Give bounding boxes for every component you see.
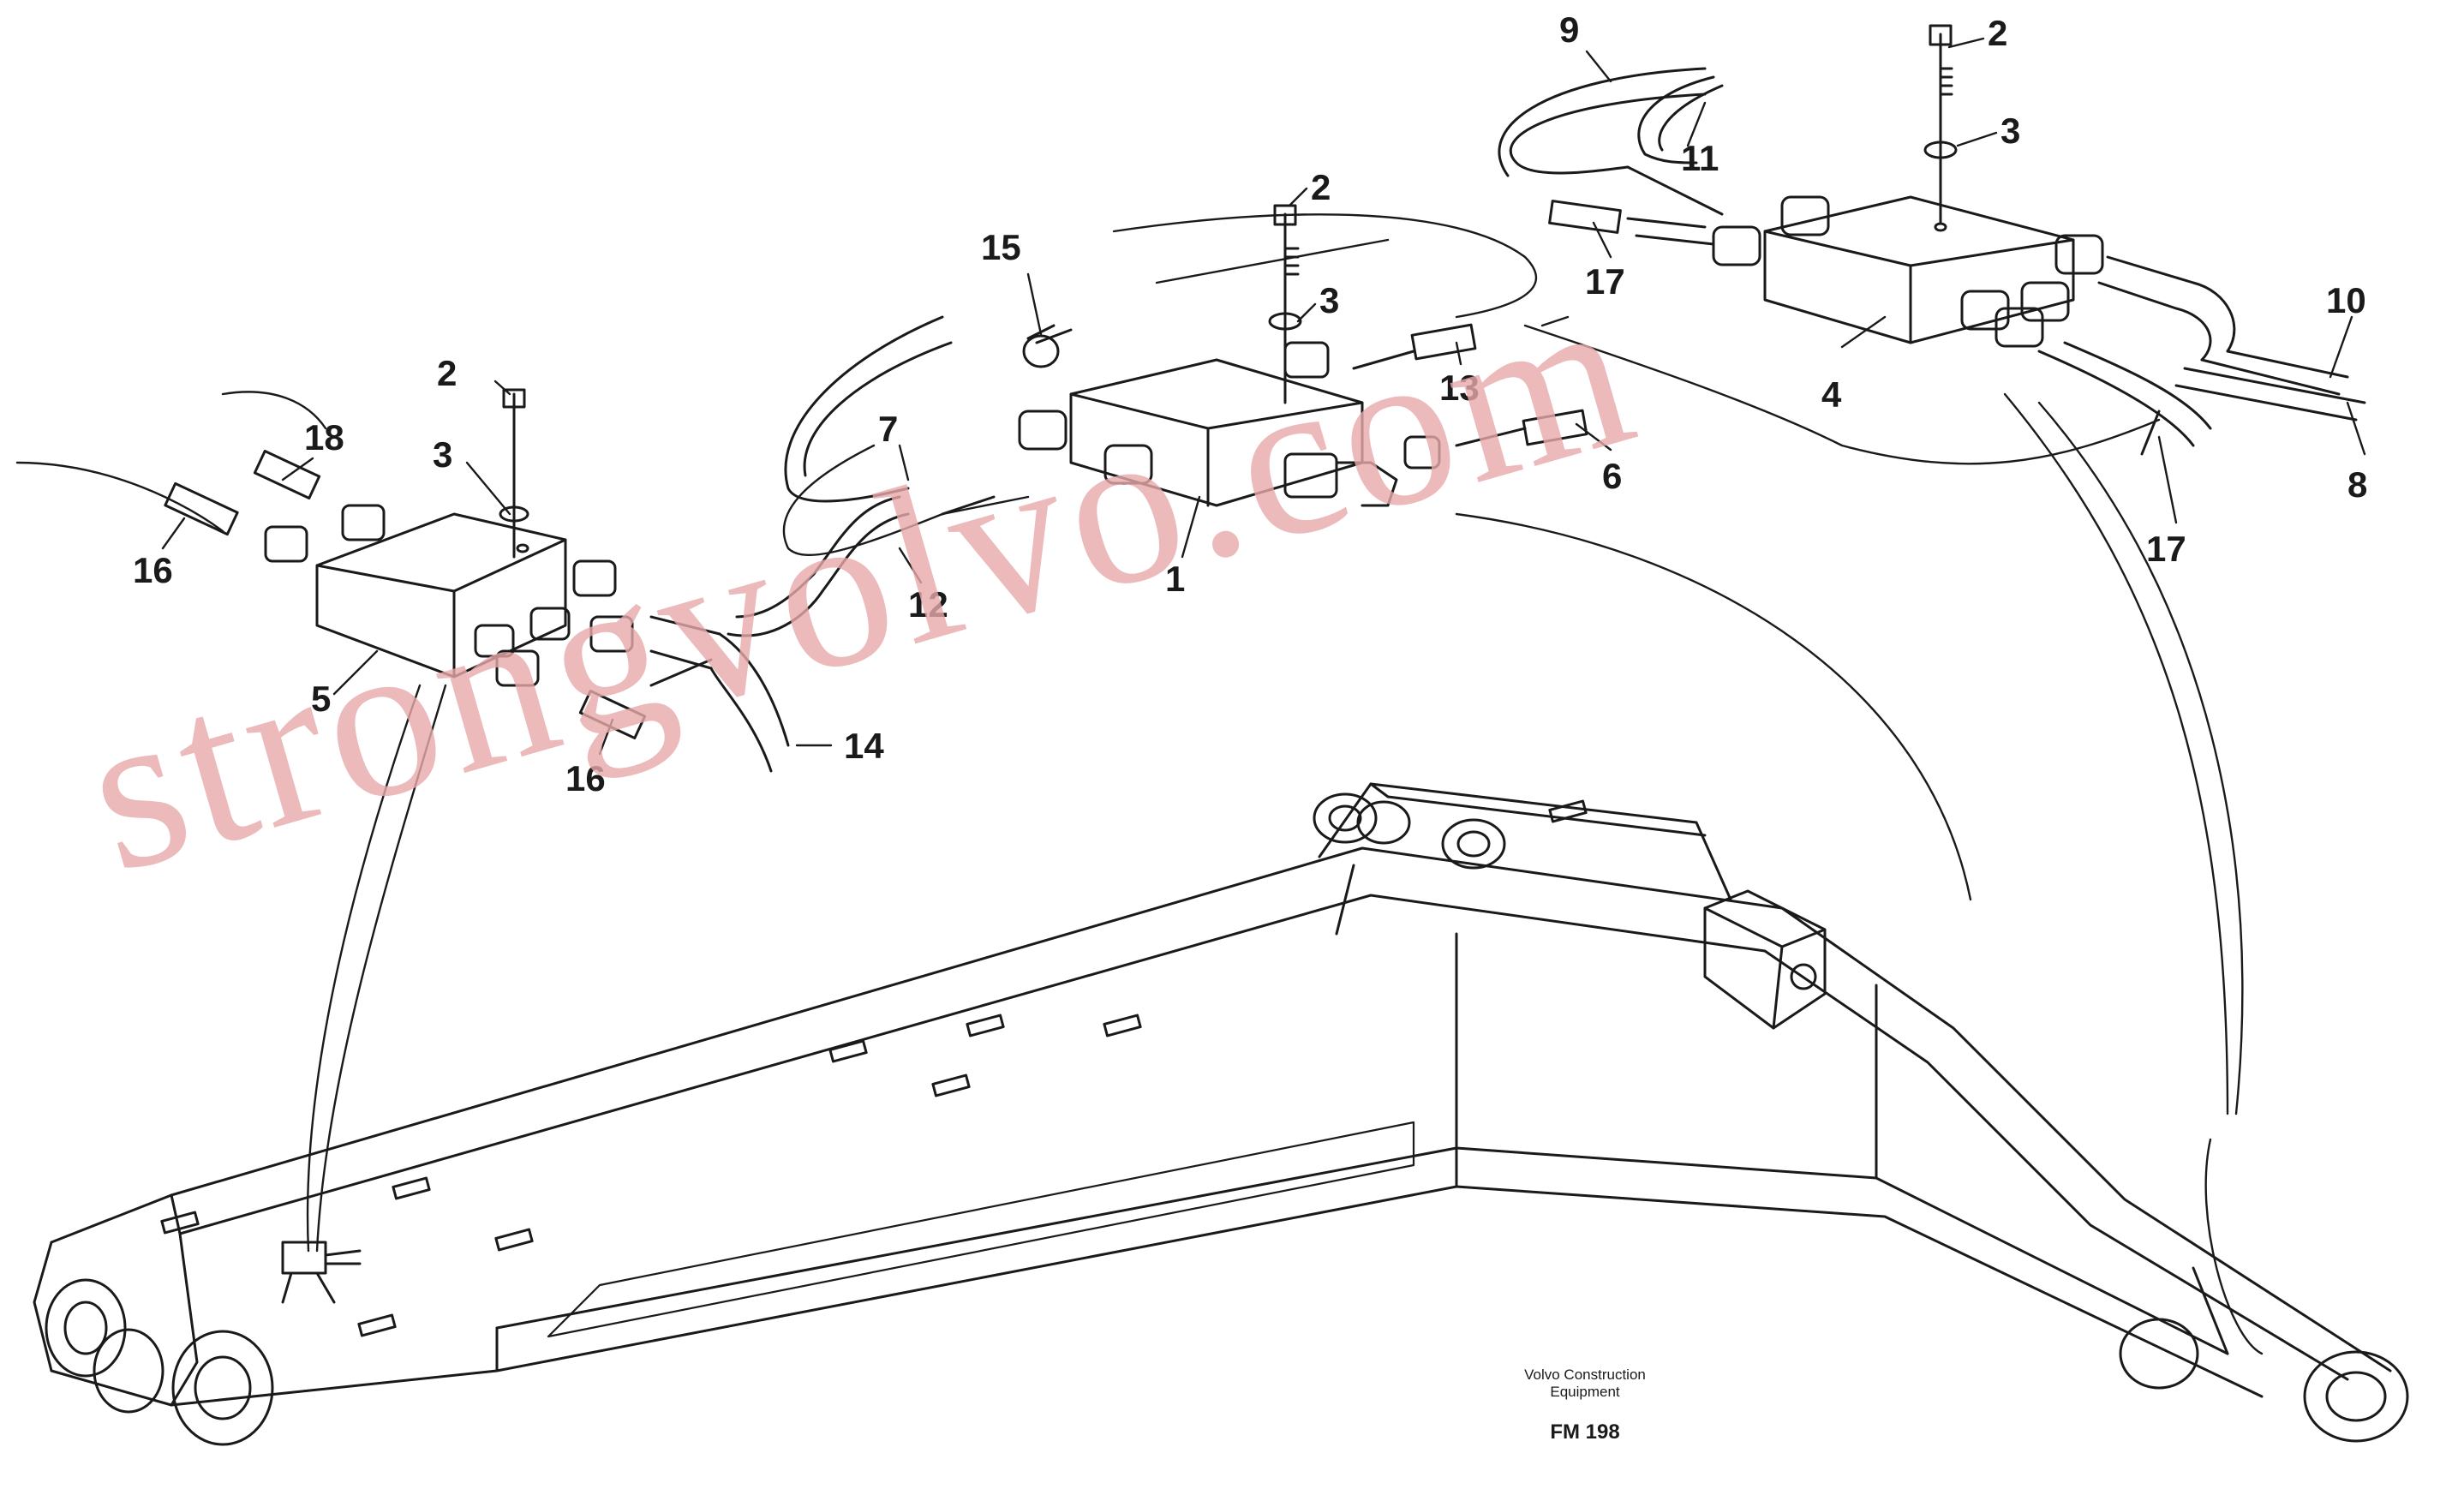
long-hoses: [15, 213, 2264, 1355]
boom-arm: [33, 782, 2409, 1446]
callout-18: 18: [304, 417, 344, 457]
callout-16-left: 16: [133, 550, 173, 590]
callout-11: 11: [1681, 138, 1719, 178]
publisher-credit: Volvo Construction Equipment: [1491, 1366, 1679, 1400]
callout-1: 1: [1165, 559, 1186, 599]
callout-8: 8: [2347, 464, 2368, 505]
callout-13: 13: [1439, 368, 1480, 408]
leader-lines: [161, 37, 2366, 756]
callout-3-left: 3: [433, 434, 453, 475]
callout-3-center: 3: [1319, 280, 1340, 320]
valve-block-5: [164, 388, 910, 773]
callout-17-lower: 17: [2146, 529, 2186, 569]
figure-code: FM 198: [1550, 1420, 1620, 1444]
valve-block-1: [784, 204, 1588, 516]
publisher-name-line2: Equipment: [1550, 1383, 1620, 1400]
publisher-name-line1: Volvo Construction: [1524, 1366, 1646, 1383]
callout-15: 15: [981, 227, 1021, 267]
callout-17-upper: 17: [1585, 261, 1625, 302]
callout-16-lower: 16: [565, 758, 606, 798]
callout-7: 7: [878, 409, 899, 449]
callout-3-top-right: 3: [2001, 111, 2021, 151]
callout-6: 6: [1602, 456, 1623, 496]
valve-block-4: [1498, 24, 2366, 456]
callout-2-center: 2: [1311, 167, 1331, 207]
callout-2-top-right: 2: [1988, 13, 2008, 53]
callout-12: 12: [908, 584, 948, 625]
callout-10: 10: [2326, 280, 2366, 320]
callout-9: 9: [1559, 9, 1580, 50]
callout-4: 4: [1821, 374, 1842, 415]
callout-14: 14: [844, 726, 884, 766]
callout-2-left: 2: [437, 353, 458, 393]
callout-5: 5: [311, 679, 332, 719]
